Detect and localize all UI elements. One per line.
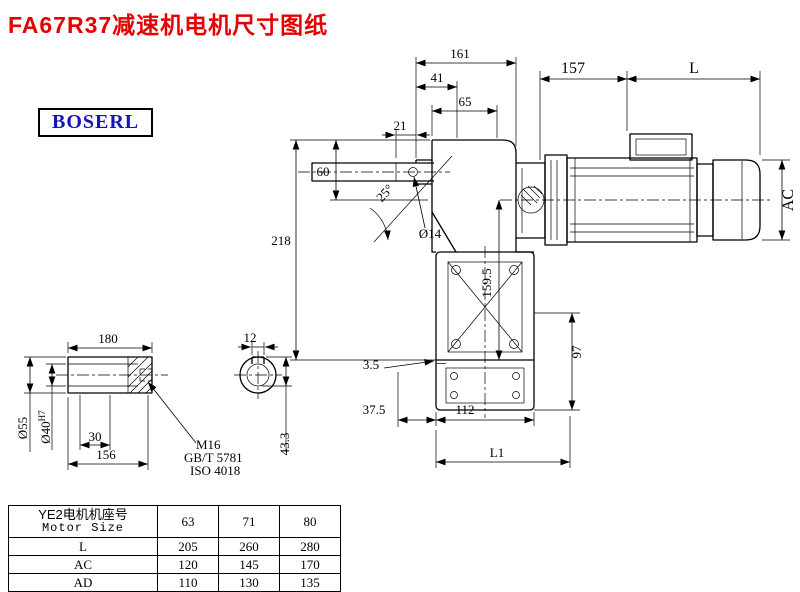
dim-97: 97 — [569, 345, 584, 359]
motor-view — [500, 133, 772, 246]
cell-AC-80: 170 — [279, 555, 341, 575]
cell-AC-71: 145 — [218, 555, 280, 575]
table-row-AD: AD 110 130 135 — [8, 573, 341, 592]
dim-161: 161 — [450, 46, 470, 61]
brand-logo: BOSERL — [38, 108, 154, 137]
dim-angle-25: 25° — [373, 181, 396, 205]
hole-14 — [408, 167, 418, 177]
header-col-63: 63 — [157, 504, 219, 539]
row-label-AD: AD — [8, 573, 158, 592]
header-col-80: 80 — [279, 504, 341, 539]
cell-L-80: 280 — [279, 537, 341, 557]
dim-12: 12 — [244, 330, 257, 345]
row-label-AC: AC — [8, 555, 158, 575]
cell-L-63: 205 — [157, 537, 219, 557]
dim-30: 30 — [89, 429, 102, 444]
cell-L-71: 260 — [218, 537, 280, 557]
dim-43-3: 43.3 — [277, 433, 292, 456]
dim-dia-55: Ø55 — [15, 417, 30, 439]
dim-65: 65 — [459, 94, 472, 109]
header-col-71: 71 — [218, 504, 280, 539]
shaft-detail-view: 180 Ø55 Ø40H7 30 156 M16 GB/T 5781 ISO 4… — [15, 331, 243, 478]
dim-3-5: 3.5 — [363, 357, 379, 372]
cell-AD-80: 135 — [279, 573, 341, 592]
page-title: FA67R37减速机电机尺寸图纸 — [8, 12, 329, 38]
dim-dia-14: Ø14 — [419, 226, 442, 241]
dim-60: 60 — [317, 164, 330, 179]
shaft-end-view: 12 43.3 — [234, 330, 292, 455]
dim-motor-AC: AC — [780, 189, 797, 211]
motor-size-table: YE2电机机座号 Motor Size 63 71 80 L 205 260 2… — [8, 504, 341, 592]
note-iso-standard: ISO 4018 — [190, 463, 240, 478]
gearbox-main-view — [298, 133, 772, 418]
table-header-row: YE2电机机座号 Motor Size 63 71 80 — [8, 504, 341, 539]
dim-L1: L1 — [490, 445, 504, 460]
cell-AD-71: 130 — [218, 573, 280, 592]
cell-AD-63: 110 — [157, 573, 219, 592]
table-row-L: L 205 260 280 — [8, 537, 341, 557]
dim-dia-40-H7: Ø40H7 — [37, 410, 53, 444]
dim-112: 112 — [455, 402, 474, 417]
dimensions-main: 161 41 65 21 60 218 25° Ø14 157 L A — [271, 46, 797, 468]
terminal-box — [629, 133, 693, 161]
note-gb-standard: GB/T 5781 — [184, 450, 243, 465]
table-row-AC: AC 120 145 170 — [8, 555, 341, 575]
cell-AC-63: 120 — [157, 555, 219, 575]
note-m16: M16 — [196, 437, 221, 452]
dim-159-5: 159.5 — [479, 268, 494, 297]
dimension-drawing: 161 41 65 21 60 218 25° Ø14 157 L A — [15, 46, 797, 478]
dim-157: 157 — [561, 60, 585, 77]
dim-motor-length-L: L — [689, 60, 699, 77]
row-label-L: L — [8, 537, 158, 557]
header-motor-size: YE2电机机座号 Motor Size — [8, 504, 158, 539]
dim-41: 41 — [431, 70, 444, 85]
dim-37-5: 37.5 — [363, 402, 386, 417]
dim-180: 180 — [98, 331, 118, 346]
fan-cover — [712, 159, 761, 241]
dim-156: 156 — [96, 447, 116, 462]
dim-218: 218 — [271, 233, 291, 248]
dim-21: 21 — [394, 118, 407, 133]
